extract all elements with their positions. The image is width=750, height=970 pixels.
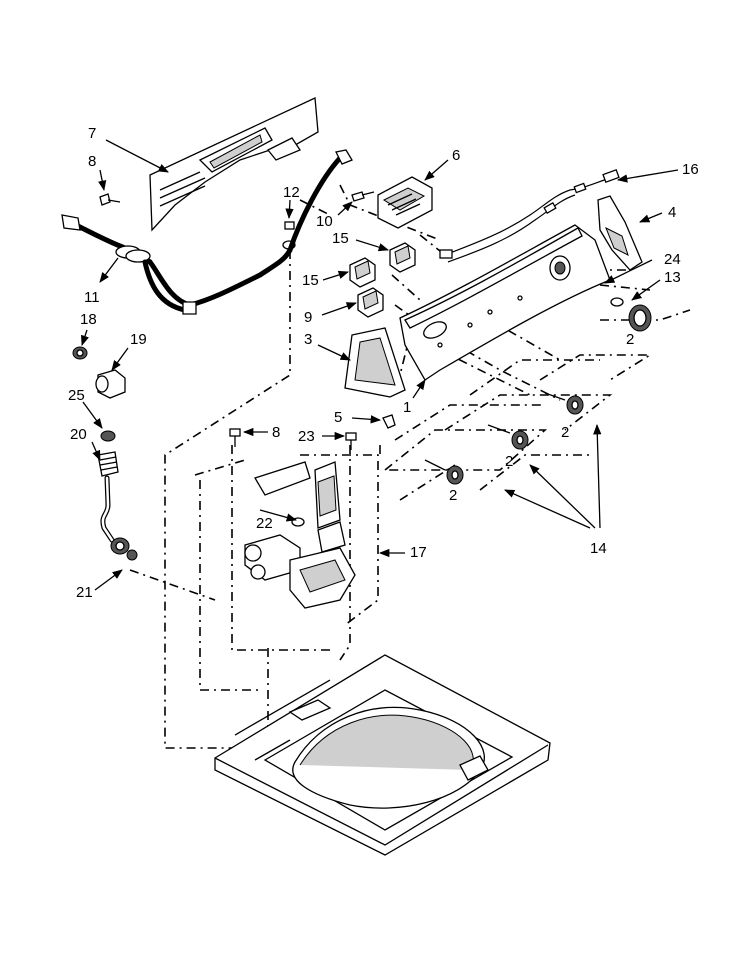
power-cord: [61, 149, 353, 315]
callout-8-bottom: 8: [272, 424, 280, 441]
callout-15-lower: 15: [302, 272, 319, 289]
callout-9: 9: [304, 309, 312, 326]
callout-11: 11: [84, 289, 100, 306]
dispenser-housing: [344, 327, 406, 398]
callout-labels: 7 8 6 16 12 10 4 15 24 15 13 11 9 18 2 3…: [68, 125, 699, 601]
callout-1: 1: [403, 399, 411, 416]
console-end-cap: [597, 195, 643, 271]
callout-23: 23: [298, 428, 315, 445]
screw-10: [351, 191, 375, 202]
cycle-selector-knob: [610, 297, 652, 332]
screw-8: [99, 193, 357, 450]
callout-12: 12: [283, 184, 300, 201]
washer-top: [214, 654, 551, 856]
callout-20: 20: [70, 426, 87, 443]
callout-6: 6: [452, 147, 460, 164]
callout-17: 17: [410, 544, 427, 561]
callout-25: 25: [68, 387, 85, 404]
callout-5: 5: [334, 409, 342, 426]
inlet-hose-assembly: [72, 346, 138, 561]
callout-7: 7: [88, 125, 96, 142]
leader-lines: [81, 139, 679, 591]
callout-3: 3: [304, 331, 312, 348]
callout-22: 22: [256, 515, 273, 532]
callout-10: 10: [316, 213, 333, 230]
console-knobs: [424, 392, 584, 485]
callout-4: 4: [668, 204, 676, 221]
water-valve-assembly: [244, 461, 356, 609]
callout-14: 14: [590, 540, 607, 557]
console-rear-panel: [149, 97, 319, 232]
callout-2-b: 2: [505, 453, 513, 470]
switches: [349, 242, 416, 318]
console-panel: [399, 224, 611, 381]
callout-13: 13: [664, 269, 681, 286]
clip: [382, 414, 396, 429]
knob-3: [544, 392, 584, 415]
assembly-lines: [129, 184, 691, 749]
callout-16: 16: [682, 161, 699, 178]
callout-15-top: 15: [332, 230, 349, 247]
callout-21: 21: [76, 584, 93, 601]
callout-19: 19: [130, 331, 147, 348]
knob-1: [424, 459, 464, 485]
callout-2-a: 2: [449, 487, 457, 504]
callout-24: 24: [664, 251, 681, 268]
knob-2: [487, 424, 529, 450]
callout-2-right: 2: [626, 331, 634, 348]
callout-18: 18: [80, 311, 97, 328]
callout-2-c: 2: [561, 424, 569, 441]
wire-harness: [439, 169, 620, 263]
callout-8-top: 8: [88, 153, 96, 170]
control-board: [377, 176, 433, 229]
